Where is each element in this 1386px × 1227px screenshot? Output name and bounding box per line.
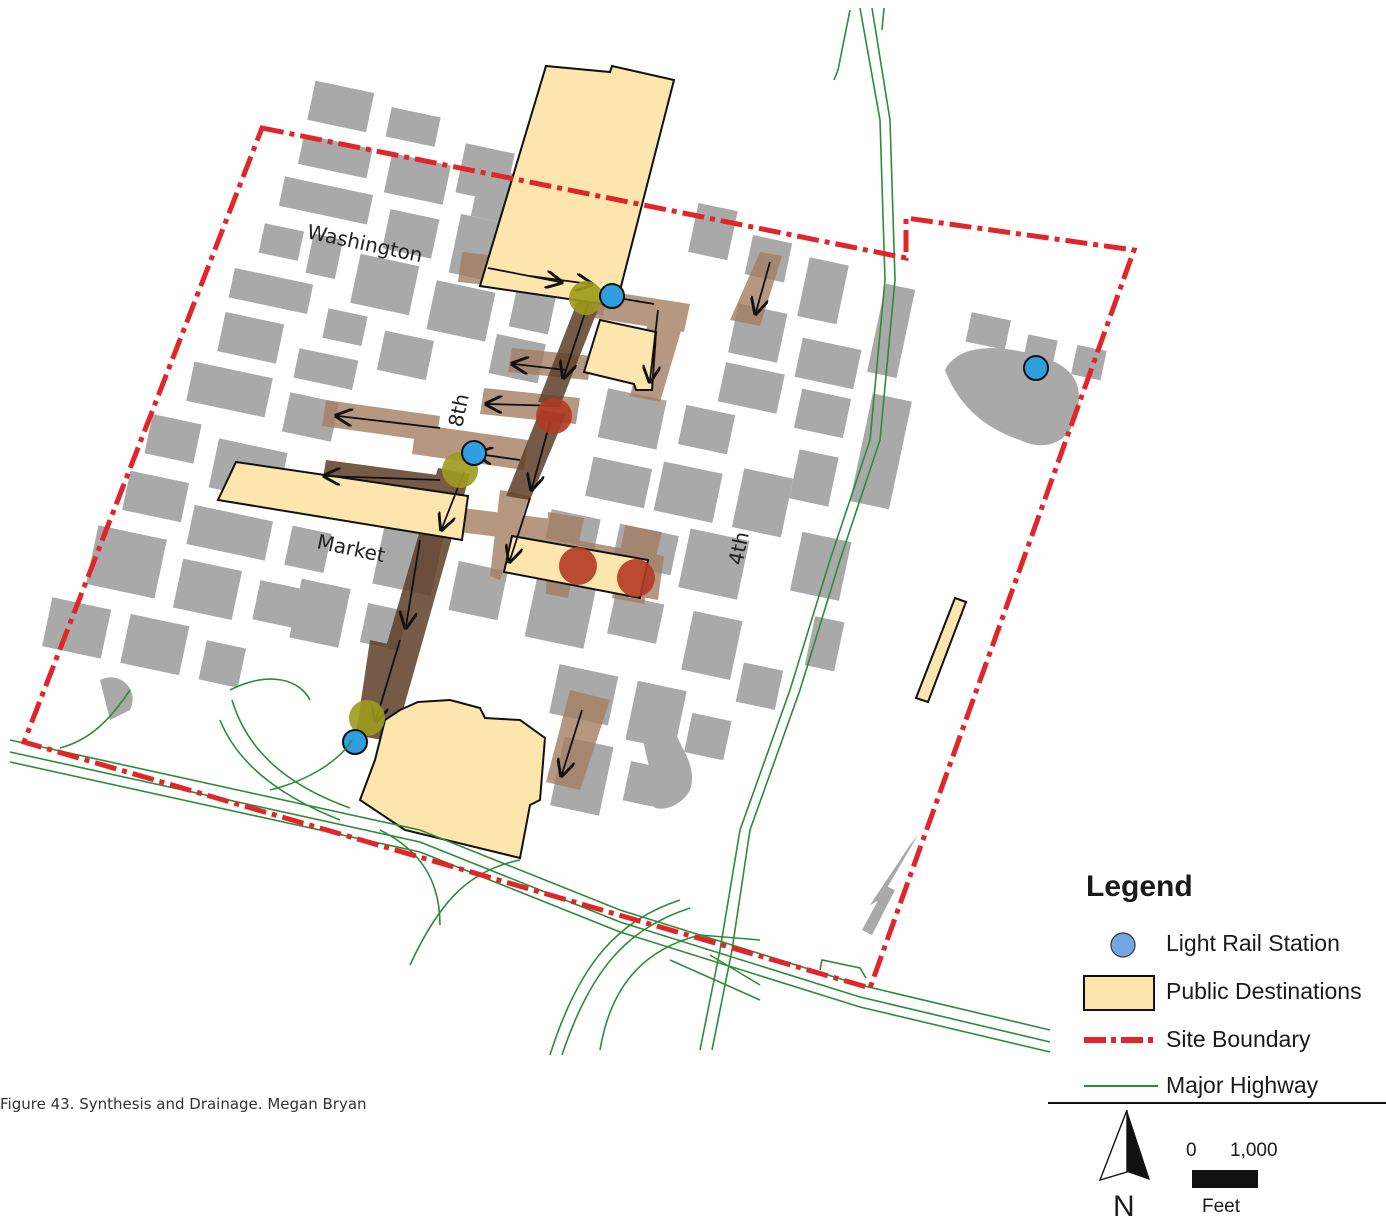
legend-label: Light Rail Station [1166,930,1340,956]
legend-item-light-rail: Light Rail Station [1082,926,1386,966]
legend-label: Site Boundary [1166,1026,1311,1052]
site-boundary-line [1084,1037,1158,1043]
light-rail-stations [342,283,1049,755]
major-highway-line [1084,1085,1158,1087]
destination-north [478,64,676,308]
legend-item-site-boundary: Site Boundary [1082,1022,1386,1062]
figure-caption: Figure 43. Synthesis and Drainage. Megan… [0,1095,367,1113]
major-highways [9,7,1051,1056]
red-node [559,547,597,585]
red-node [617,559,655,597]
olive-node [349,700,385,736]
destination-mid [582,318,658,391]
north-label: N [1113,1190,1135,1223]
legend-item-public-destinations: Public Destinations [1082,974,1386,1014]
drainage-nodes [349,281,655,736]
light-rail-station-icon [599,283,625,309]
site-boundary [20,125,1138,992]
destination-arena [358,698,547,860]
public-destinations [216,64,968,860]
scale-unit: Feet [1202,1196,1241,1217]
legend-item-major-highway: Major Highway [1082,1068,1386,1108]
olive-node [569,281,603,315]
street-label-4th: 4th [723,530,753,568]
scale-zero: 0 [1186,1140,1197,1161]
legend-label: Major Highway [1166,1072,1319,1098]
public-destination-swatch [1083,975,1155,1011]
red-node [536,398,572,434]
scale-max: 1,000 [1230,1140,1278,1161]
destination-east-strip [914,596,968,704]
street-label-8th: 8th [443,392,473,430]
scale-bar [1192,1170,1258,1188]
light-rail-station-icon [1023,355,1049,381]
north-arrow-icon [1098,1109,1150,1182]
light-rail-station-icon [342,729,368,755]
light-rail-station-icon [461,440,487,466]
legend-label: Public Destinations [1166,978,1362,1004]
legend-title: Legend [1086,870,1193,903]
light-rail-station-icon [1110,932,1136,958]
destination-market [216,460,470,542]
